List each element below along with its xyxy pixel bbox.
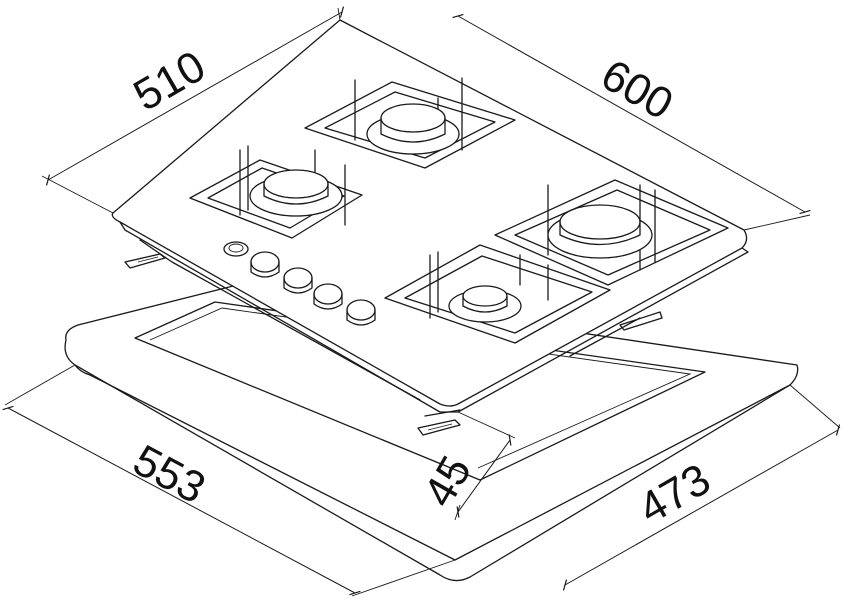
ignition-button: [223, 241, 249, 257]
fixing-clip-left: [124, 253, 166, 269]
dimension-label-553: 553: [125, 436, 213, 514]
burner-back-right: [366, 103, 460, 155]
dimension-line-45: [454, 411, 516, 521]
fixing-clip-front: [417, 409, 461, 436]
fixing-clip-right: [619, 311, 663, 331]
dimension-line-600: [452, 13, 811, 231]
dimension-line-553: [2, 364, 456, 597]
control-knob-3: [313, 283, 343, 310]
control-knob-1: [250, 251, 280, 278]
dimension-label-510: 510: [126, 42, 214, 121]
dimension-line-510: [41, 6, 345, 214]
control-knob-2: [283, 267, 313, 294]
control-knob-4: [346, 299, 376, 326]
burner-front-left: [448, 285, 522, 323]
dimension-label-600: 600: [593, 50, 681, 129]
dimension-line-473: [562, 384, 841, 591]
